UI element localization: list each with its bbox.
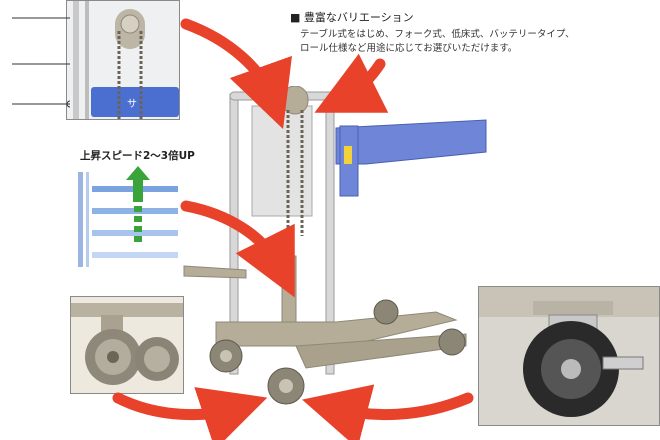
lift-cart-illustration — [183, 86, 487, 405]
callout-lines — [12, 17, 70, 108]
description-line-1: テーブル式をはじめ、フォーク式、低床式、バッテリータイプ、 — [300, 29, 575, 40]
chain-detail-illustration: サ — [67, 1, 179, 119]
front-wheel-panel — [70, 296, 184, 394]
svg-text:サ: サ — [127, 98, 137, 110]
chain-detail-panel: サ — [66, 0, 180, 120]
speed-up-label: 上昇スピード2～3倍UP — [80, 150, 195, 162]
up-arrow-icon — [126, 166, 150, 242]
caster-wheel-photo — [479, 287, 659, 425]
caster-photo-panel — [478, 286, 660, 426]
front-wheel-illustration — [71, 297, 183, 393]
speed-up-diagram — [78, 166, 178, 267]
description-line-2: ロール仕様など用途に応じてお選びいただけます。 — [300, 43, 518, 54]
section-heading: ■ 豊富なバリエーション — [290, 11, 414, 24]
